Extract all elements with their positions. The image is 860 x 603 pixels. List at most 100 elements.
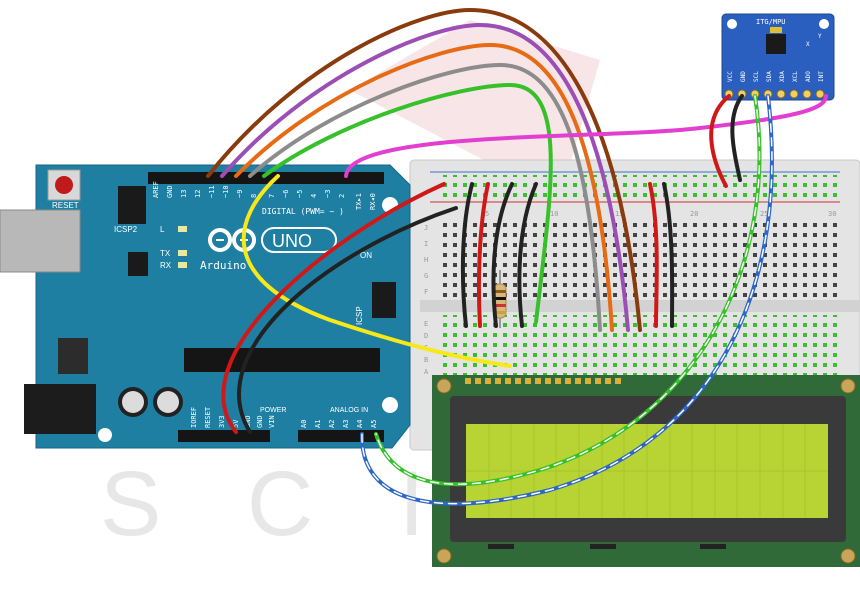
led-label: L xyxy=(160,225,165,234)
terminal-strip-top xyxy=(440,220,840,300)
sensor-pin-label: ADO xyxy=(805,71,812,82)
brand-name: Arduino xyxy=(200,259,246,272)
pin-label: 2 xyxy=(338,194,346,198)
wire-yellow xyxy=(241,174,512,368)
wire-magenta xyxy=(344,94,828,178)
wire-red-sensor-vcc xyxy=(709,94,731,188)
icsp-header xyxy=(372,282,396,318)
analog-header-label: ANALOG IN xyxy=(330,407,368,414)
wire-black-jumper xyxy=(517,182,538,328)
pin-label: IOREF xyxy=(190,407,198,428)
sensor-pin-label: INT xyxy=(818,71,825,82)
usb-port xyxy=(0,209,81,273)
pin-label: 8 xyxy=(250,194,258,198)
power-header-label: POWER xyxy=(260,407,286,414)
pin-label: ~9 xyxy=(236,190,244,198)
axis-label: X xyxy=(806,41,810,48)
pin-label: AREF xyxy=(152,181,160,198)
icsp2-label: ICSP2 xyxy=(114,225,138,234)
led-tx xyxy=(178,250,187,256)
col-number: 15 xyxy=(615,210,623,218)
icsp-label: ICSP xyxy=(355,306,364,325)
led-label: RX xyxy=(160,261,172,270)
sensor-pcb xyxy=(721,13,835,101)
voltage-regulator xyxy=(58,338,88,374)
pin-label: ~3 xyxy=(324,190,332,198)
pin-label: A0 xyxy=(300,420,308,428)
col-number: 10 xyxy=(550,210,558,218)
pin-label: A5 xyxy=(370,420,378,428)
pin-label: 7 xyxy=(268,194,276,198)
axis-label: Y xyxy=(818,33,822,40)
usb-chip xyxy=(128,252,148,276)
center-channel xyxy=(420,300,860,312)
wire-black-jumper xyxy=(491,182,514,328)
wire-red-jumper xyxy=(648,182,659,328)
wire-red-power xyxy=(221,182,446,434)
led-l xyxy=(178,226,187,232)
atmega-chip xyxy=(184,348,380,372)
row-letter: E xyxy=(424,320,428,328)
row-letter: I xyxy=(424,240,428,248)
col-number: 30 xyxy=(828,210,836,218)
arduino-uno-board: RESET ICSP2 AREF GND 13 12 ~11 ~10 ~9 8 … xyxy=(0,164,411,449)
pin-label: ~6 xyxy=(282,190,290,198)
icsp2-header xyxy=(118,186,146,224)
pin-label: A4 xyxy=(356,420,364,428)
wire-red-jumper xyxy=(476,182,490,328)
pin-label: 12 xyxy=(194,190,202,198)
row-letter: A xyxy=(424,368,429,376)
resistor xyxy=(493,270,507,328)
pin-label: GND xyxy=(244,415,252,428)
pin-label: VIN xyxy=(268,415,276,428)
col-number: 25 xyxy=(760,210,768,218)
col-number: 20 xyxy=(690,210,698,218)
pin-label: RX◂0 xyxy=(369,193,377,210)
wire-black-jumper xyxy=(662,182,675,328)
pin-label: ~5 xyxy=(296,190,304,198)
power-rail-top xyxy=(440,175,840,197)
pin-label: RESET xyxy=(204,406,212,428)
pin-label: 13 xyxy=(180,190,188,198)
mpu-chip xyxy=(766,34,786,54)
pin-label: ~10 xyxy=(222,185,230,198)
digital-label: DIGITAL (PWM= ~ ) xyxy=(262,207,344,216)
pin-label: TX▸1 xyxy=(355,193,363,210)
sensor-pin-label: XDA xyxy=(779,71,786,82)
wire-green-top xyxy=(262,82,553,324)
analog-header xyxy=(298,430,384,442)
row-letter: G xyxy=(424,272,428,280)
row-letter: H xyxy=(424,256,428,264)
wire-sda-stripe xyxy=(361,95,773,505)
sensor-pin-label: SCL xyxy=(753,71,760,82)
row-letter: J xyxy=(424,224,428,232)
mounting-hole xyxy=(98,428,112,442)
arduino-logo: UNO Arduino xyxy=(200,227,337,272)
sensor-pin-label: GND xyxy=(740,71,747,82)
pin-label: ~11 xyxy=(208,185,216,198)
reset-button-cap[interactable] xyxy=(55,176,73,194)
mpu-sensor-board: ITG/MPU X Y VCC GND SCL SDA XDA XCL ADO … xyxy=(721,13,835,101)
wire-black-jumper xyxy=(460,182,474,328)
wire-purple xyxy=(220,22,630,332)
wire-brown xyxy=(206,7,642,332)
pin-label: GND xyxy=(256,415,264,428)
sensor-pin-label: SDA xyxy=(766,71,773,82)
on-label: ON xyxy=(360,251,372,260)
wire-grey xyxy=(248,62,602,332)
pin-label: A1 xyxy=(314,420,322,428)
pin-label: 3V3 xyxy=(218,415,226,428)
arduino-pcb xyxy=(35,164,411,449)
col-number: 5 xyxy=(485,210,489,218)
row-letter: F xyxy=(424,288,428,296)
wire-black-sensor-gnd xyxy=(730,94,744,182)
row-letter: D xyxy=(424,332,428,340)
pin-label: 5V xyxy=(232,419,240,428)
sensor-pin-label: XCL xyxy=(792,71,799,82)
lcd-module xyxy=(432,375,860,567)
lcd-char-grid xyxy=(466,424,828,518)
led-rx xyxy=(178,262,187,268)
wire-scl-stripe xyxy=(375,95,761,485)
power-jack xyxy=(24,384,96,434)
